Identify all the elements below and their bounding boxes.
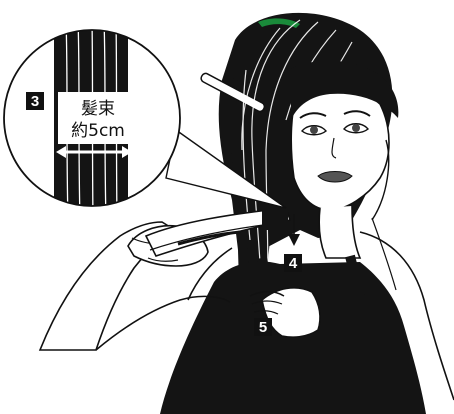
bundle-label: 髪束 [81, 99, 115, 119]
step-4-badge: 4 [284, 254, 302, 272]
bundle-width-label: 約5cm [71, 121, 125, 141]
svg-text:3: 3 [31, 93, 39, 110]
step-5-badge: 5 [254, 318, 272, 336]
svg-text:4: 4 [289, 255, 298, 272]
face [288, 61, 398, 220]
face-outline [291, 86, 389, 210]
step-3-badge: 3 [26, 92, 44, 110]
svg-text:5: 5 [259, 319, 267, 336]
